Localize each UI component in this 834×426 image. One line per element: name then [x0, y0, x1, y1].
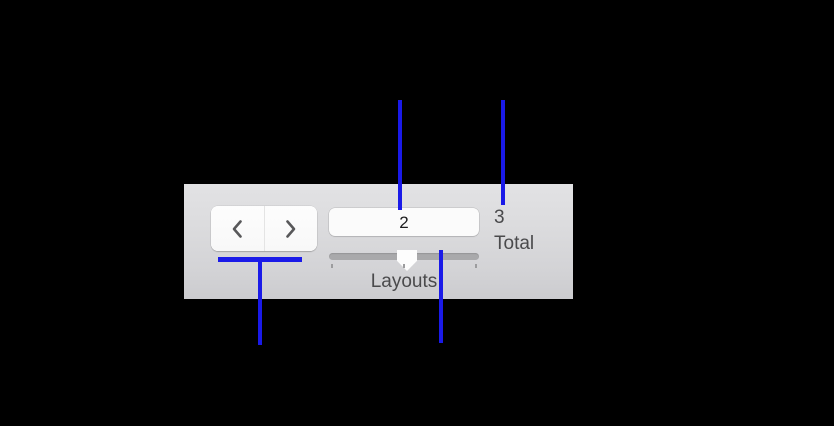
- annotation-line-total: [501, 100, 505, 205]
- slider-tick-mark: [403, 264, 405, 268]
- next-layout-button[interactable]: [263, 206, 317, 251]
- layouts-navigator-toolbar: 2 Layouts 3 Total: [184, 184, 573, 299]
- layout-number-value: 2: [399, 212, 409, 232]
- annotation-line-stepper: [258, 257, 262, 345]
- total-layouts-readout: 3 Total: [494, 207, 569, 256]
- previous-layout-button[interactable]: [211, 206, 264, 251]
- annotation-line-layout-field: [398, 100, 402, 210]
- slider-tick-mark: [475, 264, 477, 268]
- layouts-slider-thumb[interactable]: [397, 250, 417, 271]
- chevron-left-icon: [229, 218, 246, 240]
- total-layouts-count: 3: [494, 207, 505, 228]
- layout-stepper-segmented-control[interactable]: [211, 206, 317, 251]
- slider-tick-mark: [331, 264, 333, 268]
- layout-number-input[interactable]: 2: [329, 208, 479, 236]
- total-layouts-label: Total: [494, 233, 535, 255]
- layouts-slider[interactable]: [329, 250, 479, 272]
- layouts-slider-label: Layouts: [370, 271, 438, 292]
- chevron-right-icon: [282, 218, 299, 240]
- annotation-line-slider: [439, 250, 443, 343]
